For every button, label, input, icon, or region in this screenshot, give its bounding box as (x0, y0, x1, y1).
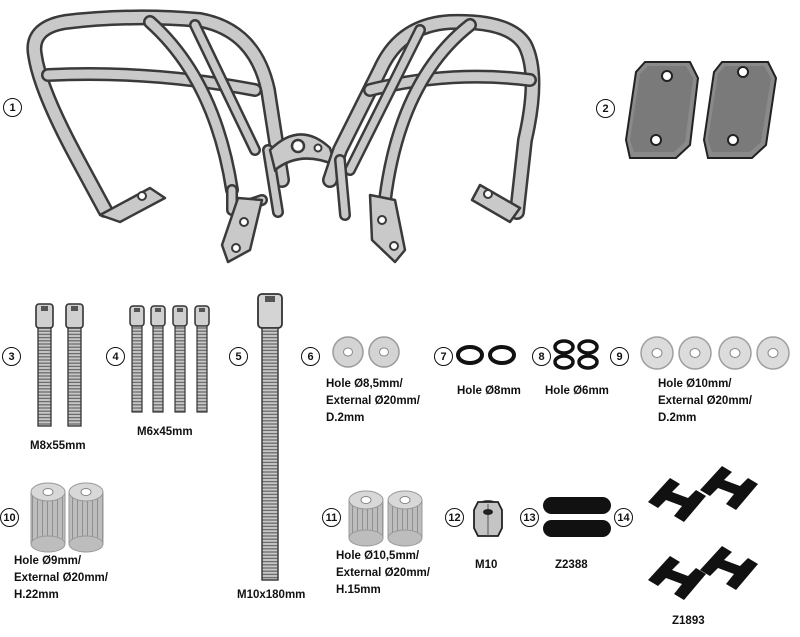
part-number-7: 7 (434, 347, 453, 366)
washers-8-5mm (332, 336, 400, 368)
label-part-9: Hole Ø10mm/ External Ø20mm/ D.2mm (658, 378, 752, 424)
clips-z1893 (648, 466, 758, 600)
part-number-14: 14 (614, 508, 633, 527)
part-number-3: 3 (2, 347, 21, 366)
right-crash-bar (322, 13, 541, 264)
label-part-3: M8x55mm (30, 440, 86, 452)
label-part-4: M6x45mm (137, 426, 193, 438)
bolts-m8x55 (35, 303, 84, 427)
label-part-7: Hole Ø8mm (457, 385, 521, 397)
part-number-1: 1 (3, 98, 22, 117)
washers-6mm (553, 339, 599, 370)
part-number-2: 2 (596, 99, 615, 118)
spring-washers-8mm (456, 345, 516, 365)
label-part-10: Hole Ø9mm/ External Ø20mm/ H.22mm (14, 555, 108, 601)
washers-10mm (640, 336, 790, 370)
pads-z2388 (543, 497, 611, 537)
spacers-h15mm (348, 490, 423, 547)
mounting-plates (624, 61, 778, 159)
label-part-12: M10 (475, 559, 498, 571)
part-number-9: 9 (610, 347, 629, 366)
label-part-5: M10x180mm (237, 589, 306, 601)
part-number-6: 6 (301, 347, 320, 366)
label-part-11: Hole Ø10,5mm/ External Ø20mm/ H.15mm (336, 550, 430, 596)
part-number-4: 4 (106, 347, 125, 366)
label-part-13: Z2388 (555, 559, 588, 571)
part-number-5: 5 (229, 347, 248, 366)
bolts-m6x45 (129, 305, 210, 413)
label-part-14: Z1893 (672, 615, 705, 627)
nut-m10 (473, 500, 503, 537)
left-crash-bar (26, 9, 290, 264)
part-number-8: 8 (532, 347, 551, 366)
part-number-10: 10 (0, 508, 19, 527)
part-number-11: 11 (322, 508, 341, 527)
label-part-8: Hole Ø6mm (545, 385, 609, 397)
part-number-12: 12 (445, 508, 464, 527)
bolt-m10x180 (257, 293, 283, 581)
part-number-13: 13 (520, 508, 539, 527)
spacers-h22mm (30, 482, 104, 553)
label-part-6: Hole Ø8,5mm/ External Ø20mm/ D.2mm (326, 378, 420, 424)
